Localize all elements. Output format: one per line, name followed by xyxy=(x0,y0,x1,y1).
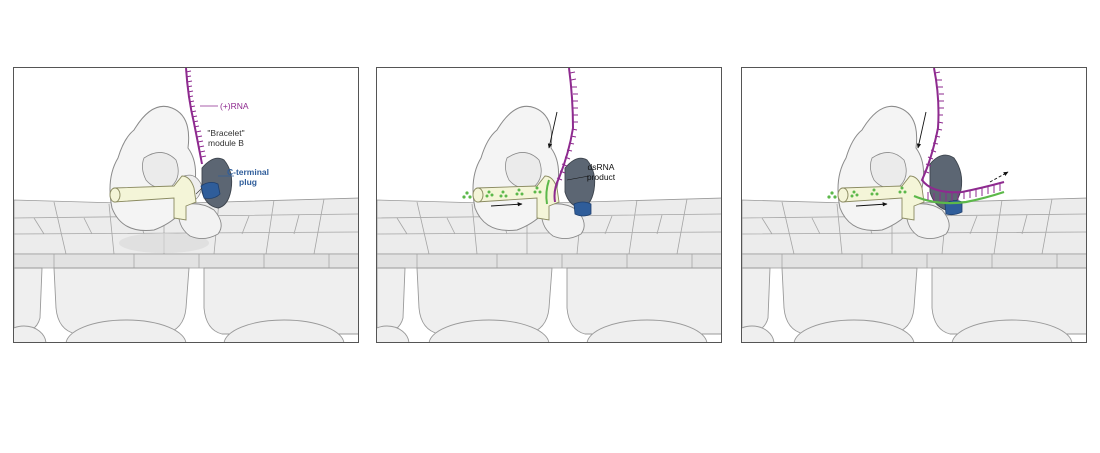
plug-label-line2: plug xyxy=(239,177,257,187)
polymerase-complex xyxy=(472,105,596,239)
dsrna-product xyxy=(913,183,1005,205)
panel-1: (+)RNA "Bracelet" module B C-terminal pl… xyxy=(13,67,359,343)
product-label-line2: product xyxy=(587,172,616,182)
panel-2: dsRNA product xyxy=(376,67,722,343)
rna-label: (+)RNA xyxy=(220,101,249,111)
plug-label-line1: C-terminal xyxy=(227,167,269,177)
bracelet-module-b xyxy=(109,175,197,221)
nucleotides xyxy=(827,186,907,199)
direction-arrow-exit xyxy=(989,171,1009,183)
lower-protein-lobes xyxy=(377,267,721,342)
direction-arrow-rna xyxy=(916,111,927,149)
bracelet-label-line2: module B xyxy=(208,138,244,148)
bracelet-module-b xyxy=(837,175,925,221)
panel-3 xyxy=(741,67,1087,343)
c-terminal-plug xyxy=(573,201,592,217)
bracelet-module-b xyxy=(472,175,560,221)
plus-rna-strand xyxy=(553,68,578,203)
minus-rna-strand xyxy=(545,179,550,205)
product-label-line1: dsRNA xyxy=(588,162,615,172)
nucleotides xyxy=(462,186,542,199)
polymerase-complex xyxy=(109,105,233,253)
direction-arrow-ntp xyxy=(490,202,523,207)
dark-domain xyxy=(929,154,963,211)
lower-protein-lobes xyxy=(14,267,358,342)
plus-rna-strand xyxy=(185,68,207,165)
c-terminal-plug xyxy=(200,182,221,199)
polymerase-complex xyxy=(837,105,963,239)
plus-rna-strand xyxy=(920,68,1005,194)
lower-protein-lobes xyxy=(742,267,1086,342)
bracelet-label-line1: "Bracelet" xyxy=(207,128,244,138)
direction-arrow-ntp xyxy=(855,202,888,207)
direction-arrow-rna xyxy=(547,111,558,149)
dark-domain xyxy=(564,157,596,209)
